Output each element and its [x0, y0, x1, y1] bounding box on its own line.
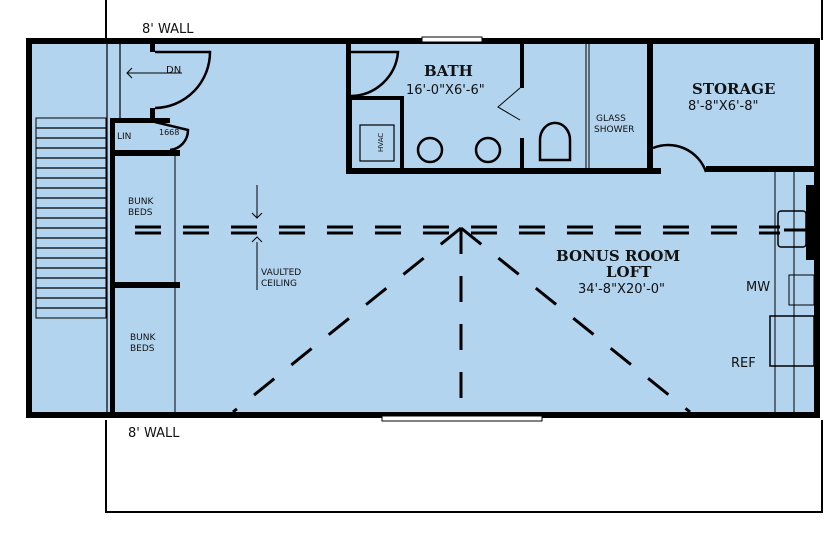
shower-label-2: SHOWER — [594, 125, 634, 135]
bath-fixtures — [348, 42, 590, 172]
refrigerator-icon — [769, 315, 815, 367]
bath-name: BATH — [424, 62, 473, 80]
bunk1-label-2: BEDS — [128, 208, 153, 218]
sink-icon — [474, 136, 502, 164]
ceiling-arrow-icon — [251, 185, 263, 290]
top-wall-label: 8' WALL — [142, 22, 194, 37]
ceiling-label-1: VAULTED — [261, 268, 301, 278]
roof-outline — [105, 0, 823, 513]
hvac-label: HVAC — [377, 133, 385, 152]
doors — [154, 50, 708, 173]
loft-name-2: LOFT — [606, 263, 652, 281]
stair-arrow-icon — [126, 67, 182, 79]
vaulted-ceiling-lines — [135, 225, 780, 414]
shower-label-1: GLASS — [596, 114, 626, 124]
stairs — [35, 42, 121, 414]
refrigerator-label: REF — [731, 356, 756, 371]
loft-name: BONUS ROOM — [556, 247, 680, 265]
linen-door-size: 1668 — [159, 128, 179, 137]
microwave-icon — [788, 274, 815, 306]
bunk2-label-2: BEDS — [130, 344, 155, 354]
floor-area — [28, 42, 816, 416]
linen-label: LIN — [117, 132, 131, 142]
bath-size: 16'-0"X6'-6" — [406, 83, 485, 98]
storage-size: 8'-8"X6'-8" — [688, 99, 758, 114]
sink-icon — [416, 136, 444, 164]
bunk2-label-1: BUNK — [130, 333, 156, 343]
microwave-label: MW — [746, 280, 770, 295]
stairs-down-label: DN — [166, 65, 181, 76]
bunk1-label-1: BUNK — [128, 197, 154, 207]
windows — [381, 36, 543, 422]
storage-name: STORAGE — [692, 80, 775, 98]
ceiling-label-2: CEILING — [261, 279, 297, 289]
kitchenette — [769, 172, 815, 412]
loft-size: 34'-8"X20'-0" — [578, 282, 665, 297]
toilet-icon — [538, 121, 572, 162]
bottom-wall-label: 8' WALL — [128, 426, 180, 441]
